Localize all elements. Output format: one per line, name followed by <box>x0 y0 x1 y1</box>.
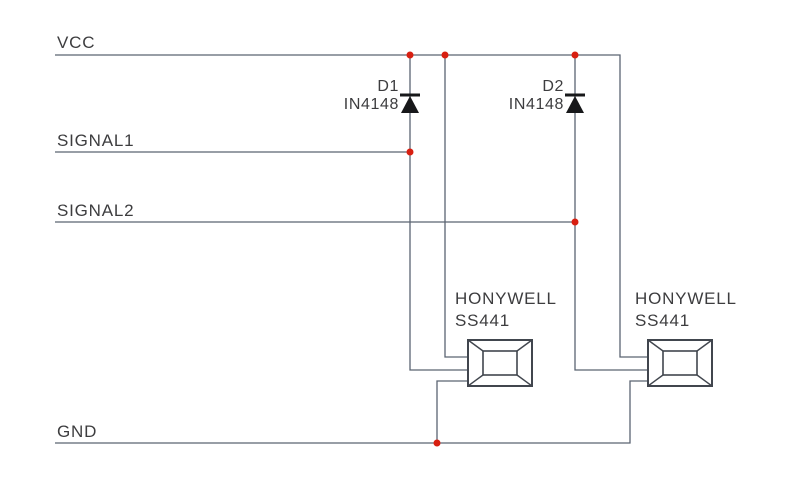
diode-d1: D1 IN4148 <box>344 78 420 113</box>
junction-dot <box>406 148 414 156</box>
sensor2-maker-label: HONYWELL <box>635 289 737 308</box>
hall-sensor-2: HONYWELL SS441 <box>635 289 737 387</box>
diode-icon <box>566 96 584 113</box>
diode-d2-designator: D2 <box>542 78 564 95</box>
junction-dot <box>441 51 449 59</box>
junction-dot <box>406 51 414 59</box>
diode-icon <box>401 96 419 113</box>
junction-dot <box>433 439 441 447</box>
diode-d1-designator: D1 <box>377 78 399 95</box>
diode-d2-part: IN4148 <box>509 96 564 113</box>
sensor1-vcc-wire <box>444 55 468 358</box>
hall-sensor-icon <box>467 339 533 387</box>
d2-branch-wire <box>574 55 648 371</box>
sensor1-gnd-wire <box>436 380 468 443</box>
d1-branch-wire <box>409 55 468 371</box>
junction-dots <box>406 51 579 447</box>
sensor1-model-label: SS441 <box>455 311 510 330</box>
wires <box>55 54 648 444</box>
diode-d2: D2 IN4148 <box>509 78 585 113</box>
vcc-label: VCC <box>57 33 95 52</box>
junction-dot <box>571 51 579 59</box>
gnd-label: GND <box>57 422 97 441</box>
gnd-rail-wire <box>55 380 648 444</box>
diode-d1-part: IN4148 <box>344 96 399 113</box>
signal2-label: SIGNAL2 <box>57 201 134 220</box>
junction-dot <box>571 218 579 226</box>
hall-sensor-icon <box>647 339 713 387</box>
signal1-label: SIGNAL1 <box>57 131 134 150</box>
hall-sensor-1: HONYWELL SS441 <box>455 289 557 387</box>
sensor1-maker-label: HONYWELL <box>455 289 557 308</box>
sensor2-model-label: SS441 <box>635 311 690 330</box>
vcc-rail-wire <box>55 54 648 358</box>
